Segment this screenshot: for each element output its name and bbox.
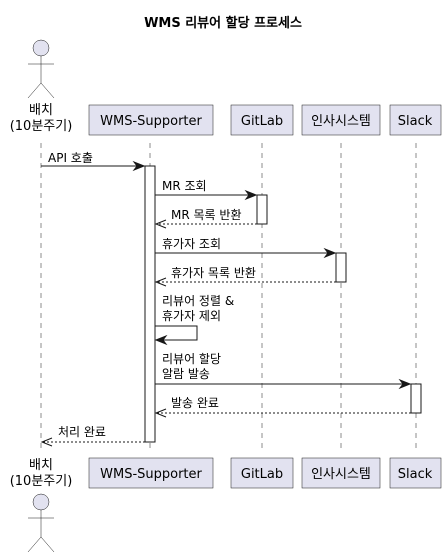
- supporter-activation: [144, 165, 156, 443]
- batch-label-line1: 배치: [29, 103, 53, 118]
- message-send-alarm: 리뷰어 할당 알람 발송: [155, 352, 412, 390]
- message-mr-query: MR 조회: [155, 179, 258, 201]
- hr-label: 인사시스템: [311, 114, 371, 129]
- message-label: 발송 완료: [171, 396, 219, 410]
- message-label: 처리 완료: [58, 425, 106, 439]
- arrow-head-icon: [40, 437, 53, 447]
- message-send-complete: 발송 완료: [154, 396, 411, 418]
- arrow-head-icon: [132, 160, 146, 172]
- batch-actor-top: 배치 (10분주기): [10, 39, 73, 134]
- participant-hr-bottom: 인사시스템: [301, 457, 381, 489]
- participant-supporter-bottom: WMS-Supporter: [88, 457, 214, 489]
- message-label: 리뷰어 할당: [162, 352, 221, 366]
- actor-icon-head: [32, 39, 50, 57]
- message-label: 리뷰어 정렬 &: [162, 294, 234, 308]
- batch-label-line1: 배치: [29, 458, 53, 473]
- message-sort-reviewers: 리뷰어 정렬 & 휴가자 제외: [154, 294, 234, 346]
- participant-slack-top: Slack: [389, 104, 442, 136]
- slack-label: Slack: [398, 467, 433, 482]
- supporter-label: WMS-Supporter: [100, 114, 202, 129]
- message-label: API 호출: [48, 151, 93, 165]
- hr-label: 인사시스템: [311, 467, 371, 482]
- arrow-head-icon: [244, 189, 258, 201]
- arrow-head-icon: [323, 247, 337, 259]
- supporter-label: WMS-Supporter: [100, 467, 202, 482]
- batch-label-line2: (10분주기): [10, 119, 73, 134]
- message-mr-return: MR 목록 반환: [154, 208, 257, 229]
- message-label: 휴가자 목록 반환: [171, 266, 256, 280]
- message-label: 알람 발송: [162, 367, 210, 381]
- arrow-head-icon: [398, 378, 412, 390]
- diagram-title: WMS 리뷰어 할당 프로세스: [144, 15, 302, 31]
- arrow-head-icon: [154, 334, 168, 346]
- slack-activation: [410, 383, 422, 414]
- participant-gitlab-bottom: GitLab: [230, 457, 294, 489]
- hr-activation: [335, 252, 347, 283]
- batch-actor-bottom: 배치 (10분주기): [10, 458, 73, 553]
- participant-hr-top: 인사시스템: [301, 104, 381, 136]
- arrow-head-icon: [154, 277, 167, 287]
- message-api-call: API 호출: [41, 151, 146, 172]
- actor-icon-head: [32, 493, 50, 511]
- message-vacation-query: 휴가자 조회: [155, 237, 337, 259]
- message-label: 휴가자 조회: [162, 237, 221, 251]
- participant-gitlab-top: GitLab: [230, 104, 294, 136]
- gitlab-label: GitLab: [241, 467, 283, 482]
- slack-label: Slack: [398, 114, 433, 129]
- message-label: MR 목록 반환: [171, 208, 241, 222]
- arrow-head-icon: [154, 408, 167, 418]
- batch-label-line2: (10분주기): [10, 474, 73, 489]
- participant-supporter-top: WMS-Supporter: [88, 104, 214, 136]
- arrow-head-icon: [154, 219, 167, 229]
- message-process-complete: 처리 완료: [40, 425, 145, 447]
- message-label: 휴가자 제외: [162, 309, 221, 323]
- gitlab-activation: [256, 194, 268, 225]
- gitlab-label: GitLab: [241, 114, 283, 129]
- message-vacation-return: 휴가자 목록 반환: [154, 266, 336, 287]
- participant-slack-bottom: Slack: [389, 457, 442, 489]
- message-label: MR 조회: [162, 179, 207, 193]
